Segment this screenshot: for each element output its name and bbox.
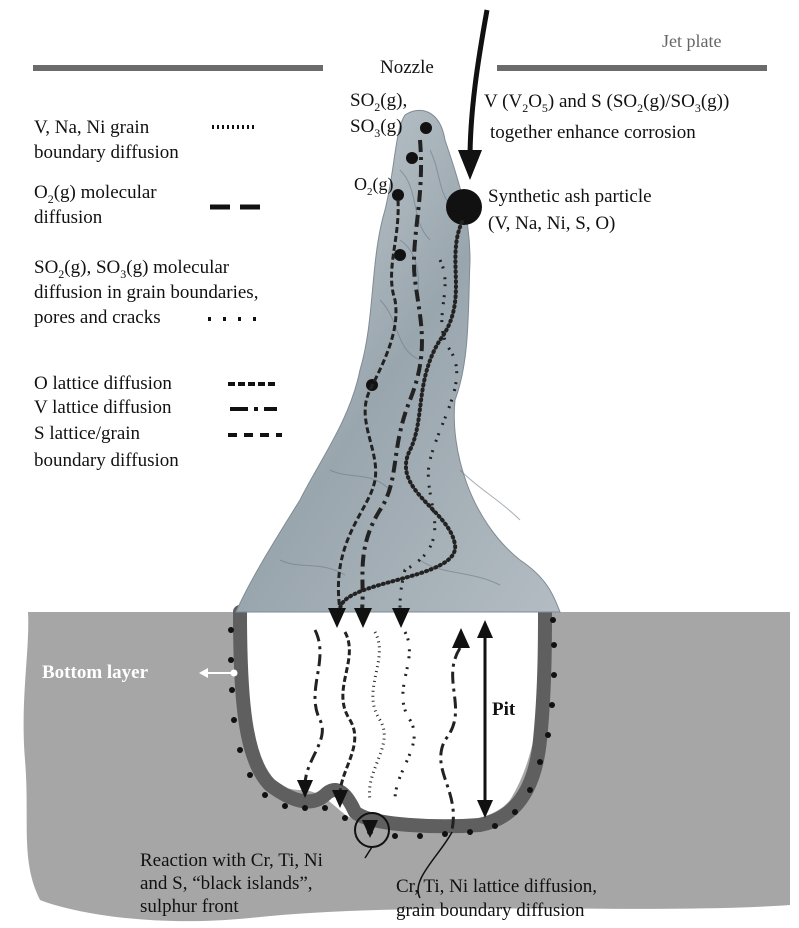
legend-o2-line1: O2(g) molecular (34, 182, 157, 206)
o2-label: O2(g) (354, 174, 394, 198)
legend-gb-line2: boundary diffusion (34, 142, 179, 163)
jet-flow-arrowhead (458, 150, 482, 180)
legend-s-lattice-line1: S lattice/grain (34, 423, 141, 444)
legend: V, Na, Ni grain boundary diffusion O2(g)… (34, 117, 282, 471)
ash-annotation-line1: Synthetic ash particle (488, 186, 652, 207)
bottom-layer-pointer-dot (231, 670, 237, 676)
jet-plate-label: Jet plate (662, 31, 721, 51)
crti-line2: grain boundary diffusion (396, 900, 585, 921)
legend-so-line3: pores and cracks (34, 307, 161, 328)
bottom-layer-label: Bottom layer (42, 662, 149, 683)
ash-annotation-line2: (V, Na, Ni, S, O) (488, 213, 615, 234)
o2-dot-1 (392, 189, 404, 201)
legend-o-lattice: O lattice diffusion (34, 373, 172, 394)
legend-so-line1: SO2(g), SO3(g) molecular (34, 257, 230, 281)
legend-gb-line1: V, Na, Ni grain (34, 117, 150, 138)
jet-plate-left (33, 65, 323, 71)
o2-dot-2 (394, 249, 406, 261)
legend-o2-line2: diffusion (34, 207, 103, 228)
crti-line1: Cr, Ti, Ni lattice diffusion, (396, 876, 597, 897)
so2-dot (420, 122, 432, 134)
so3-label: SO3(g) (350, 116, 402, 140)
so2-label: SO2(g), (350, 90, 407, 114)
reaction-line3: sulphur front (140, 896, 239, 917)
jet-flow-arrow (470, 10, 487, 160)
legend-s-lattice-line2: boundary diffusion (34, 450, 179, 471)
so3-dot (406, 152, 418, 164)
reaction-line2: and S, “black islands”, (140, 873, 313, 894)
vs-annotation-line1: V (V2O5) and S (SO2(g)/SO3(g)) (484, 91, 729, 115)
jet-plate-right (497, 65, 767, 71)
vs-annotation-line2: together enhance corrosion (490, 122, 696, 143)
pit-label: Pit (492, 699, 516, 720)
legend-so-line2: diffusion in grain boundaries, (34, 282, 258, 303)
nozzle-label: Nozzle (380, 57, 434, 78)
legend-v-lattice: V lattice diffusion (34, 397, 172, 418)
ash-particle (446, 189, 482, 225)
reaction-line1: Reaction with Cr, Ti, Ni (140, 850, 323, 871)
